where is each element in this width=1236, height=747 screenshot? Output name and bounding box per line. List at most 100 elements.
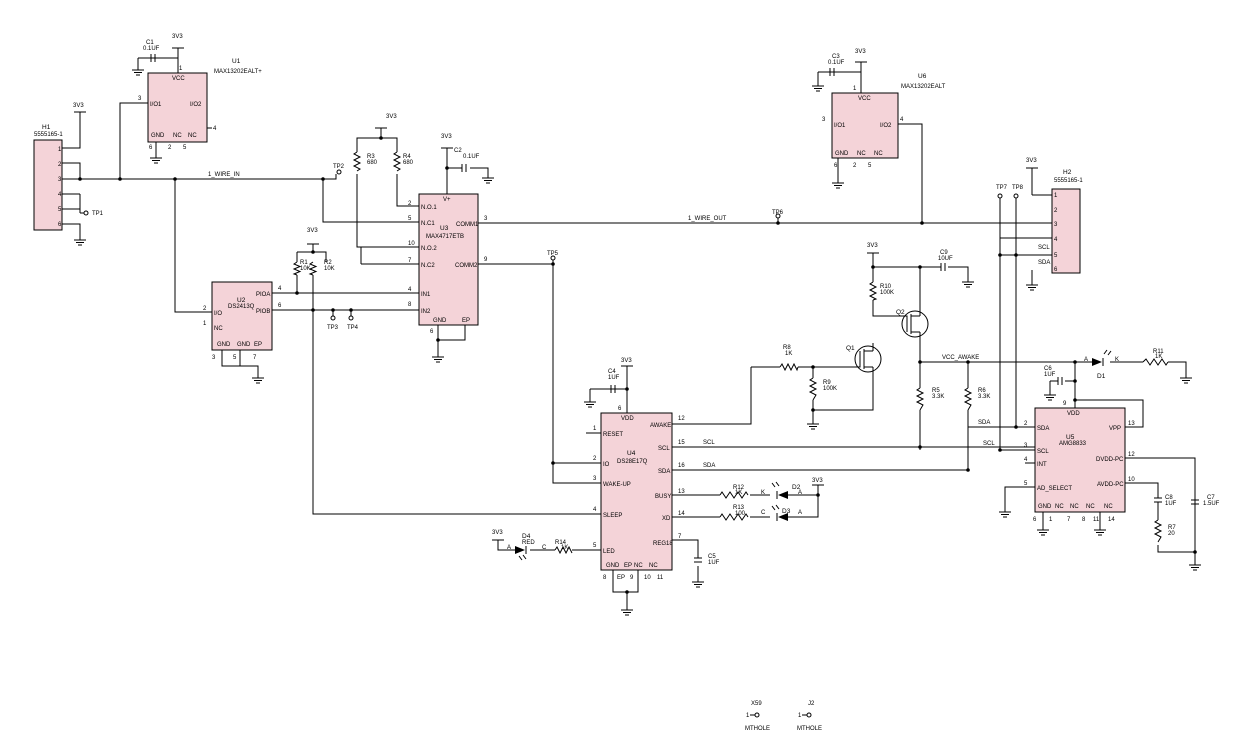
svg-text:U1: U1 <box>232 58 241 65</box>
svg-text:5: 5 <box>868 163 872 169</box>
svg-text:2: 2 <box>1024 421 1028 427</box>
svg-text:5: 5 <box>593 543 597 549</box>
svg-text:EP: EP <box>617 575 625 581</box>
svg-text:3V3: 3V3 <box>307 228 318 234</box>
svg-text:PIOA: PIOA <box>256 292 270 298</box>
svg-text:3.3K: 3.3K <box>932 394 944 400</box>
svg-text:DS2413Q: DS2413Q <box>228 304 255 310</box>
svg-text:6: 6 <box>1033 517 1037 523</box>
svg-text:4: 4 <box>408 287 412 293</box>
svg-text:10: 10 <box>644 575 651 581</box>
svg-text:3V3: 3V3 <box>73 103 84 109</box>
resistor-r1: R1 10K <box>292 260 311 276</box>
svg-text:RESET: RESET <box>603 432 623 438</box>
svg-text:I/O1: I/O1 <box>834 123 846 129</box>
svg-text:1: 1 <box>1054 193 1058 199</box>
svg-text:R10: R10 <box>880 284 892 290</box>
svg-text:5555165-1: 5555165-1 <box>1054 178 1083 184</box>
resistor-r10: R10 100K <box>868 281 894 301</box>
capacitor-c1: C1 0.1UF <box>143 40 160 62</box>
svg-text:3V3: 3V3 <box>172 34 183 40</box>
svg-text:6: 6 <box>149 145 153 151</box>
svg-text:I/O2: I/O2 <box>880 123 892 129</box>
svg-text:AD_SELECT: AD_SELECT <box>1037 486 1072 492</box>
svg-text:D3: D3 <box>782 508 791 515</box>
svg-text:6: 6 <box>278 303 282 309</box>
svg-text:I/O2: I/O2 <box>190 102 202 108</box>
svg-text:1: 1 <box>798 713 802 719</box>
svg-text:1UF: 1UF <box>608 375 620 381</box>
svg-text:9: 9 <box>484 257 488 263</box>
resistor-r4: R4 680 <box>392 151 414 172</box>
svg-text:5: 5 <box>183 145 187 151</box>
svg-text:12: 12 <box>1128 452 1135 458</box>
svg-text:WAKE-UP: WAKE-UP <box>603 482 631 488</box>
svg-text:NC: NC <box>874 151 883 157</box>
svg-text:RED: RED <box>522 540 535 546</box>
net-label-scl-u4: SCL <box>703 440 715 446</box>
power-symbols: 3V3 3V3 3V3 3V3 3V3 3V3 3V3 3V3 3V3 3V3 … <box>73 34 1038 541</box>
net-label-1-wire-in: 1_WIRE_IN <box>208 172 240 178</box>
svg-text:2: 2 <box>168 145 172 151</box>
svg-text:U5: U5 <box>1066 434 1075 441</box>
svg-text:C7: C7 <box>1207 495 1215 501</box>
svg-text:C3: C3 <box>832 54 840 60</box>
svg-text:C9: C9 <box>940 250 948 256</box>
svg-text:NC: NC <box>173 133 182 139</box>
testpoint-tp5: TP5 <box>547 251 559 261</box>
svg-text:X59: X59 <box>751 701 762 707</box>
capacitor-c3: C3 0.1UF <box>828 54 845 76</box>
svg-text:SDA: SDA <box>658 469 670 475</box>
svg-text:1UF: 1UF <box>1165 501 1177 507</box>
svg-text:R6: R6 <box>978 388 986 394</box>
net-label-1-wire-out: 1_WIRE_OUT <box>688 216 727 222</box>
junctions <box>78 136 1197 594</box>
svg-text:GND: GND <box>433 318 447 324</box>
svg-text:Q2: Q2 <box>896 309 905 316</box>
svg-text:5: 5 <box>408 216 412 222</box>
svg-text:N.C2: N.C2 <box>421 263 435 269</box>
svg-text:EP: EP <box>624 563 632 569</box>
svg-text:8: 8 <box>408 302 412 308</box>
svg-text:100K: 100K <box>823 386 837 392</box>
svg-text:J2: J2 <box>808 701 815 707</box>
svg-text:N.O.2: N.O.2 <box>421 246 437 252</box>
resistor-r9: R9 100K <box>808 377 837 401</box>
svg-text:R2: R2 <box>324 260 332 266</box>
svg-text:14: 14 <box>1108 517 1115 523</box>
svg-text:D2: D2 <box>792 484 801 491</box>
svg-text:R14: R14 <box>555 540 567 546</box>
svg-text:13: 13 <box>678 489 685 495</box>
svg-text:R4: R4 <box>403 154 411 160</box>
svg-text:U2: U2 <box>237 297 246 304</box>
testpoint-tp7: TP7 <box>996 185 1008 199</box>
connector-h1: H1 5555165-1 1 2 3 4 5 6 <box>33 124 63 231</box>
svg-text:AMG8833: AMG8833 <box>1059 441 1087 447</box>
svg-text:SCL: SCL <box>658 446 670 452</box>
svg-text:A: A <box>798 490 802 496</box>
svg-text:D1: D1 <box>1097 373 1106 380</box>
svg-text:C5: C5 <box>708 554 716 560</box>
svg-text:1UF: 1UF <box>1044 372 1056 378</box>
svg-text:3: 3 <box>58 177 62 183</box>
capacitor-c6: C6 1UF <box>1044 366 1063 385</box>
svg-text:2: 2 <box>408 201 412 207</box>
wires <box>62 48 1196 610</box>
svg-text:3V3: 3V3 <box>621 358 632 364</box>
connector-h2: H2 5555165-1 1 2 3 4 5 6 <box>1051 169 1083 274</box>
svg-text:R13: R13 <box>733 505 745 511</box>
svg-text:5555165-1: 5555165-1 <box>34 132 63 138</box>
svg-text:3V3: 3V3 <box>855 49 866 55</box>
svg-text:PIOB: PIOB <box>256 309 270 315</box>
svg-text:2: 2 <box>203 306 207 312</box>
testpoint-tp3: TP3 <box>327 315 339 331</box>
ground-symbols <box>74 69 1201 616</box>
svg-text:2: 2 <box>1054 208 1058 214</box>
svg-text:3: 3 <box>138 96 142 102</box>
svg-text:N.C1: N.C1 <box>421 221 435 227</box>
resistor-r2: R2 10K <box>308 260 335 276</box>
resistor-r14: R14 1K <box>554 540 573 555</box>
transistor-q2: Q2 <box>896 309 929 340</box>
testpoint-tp8: TP8 <box>1012 185 1024 199</box>
